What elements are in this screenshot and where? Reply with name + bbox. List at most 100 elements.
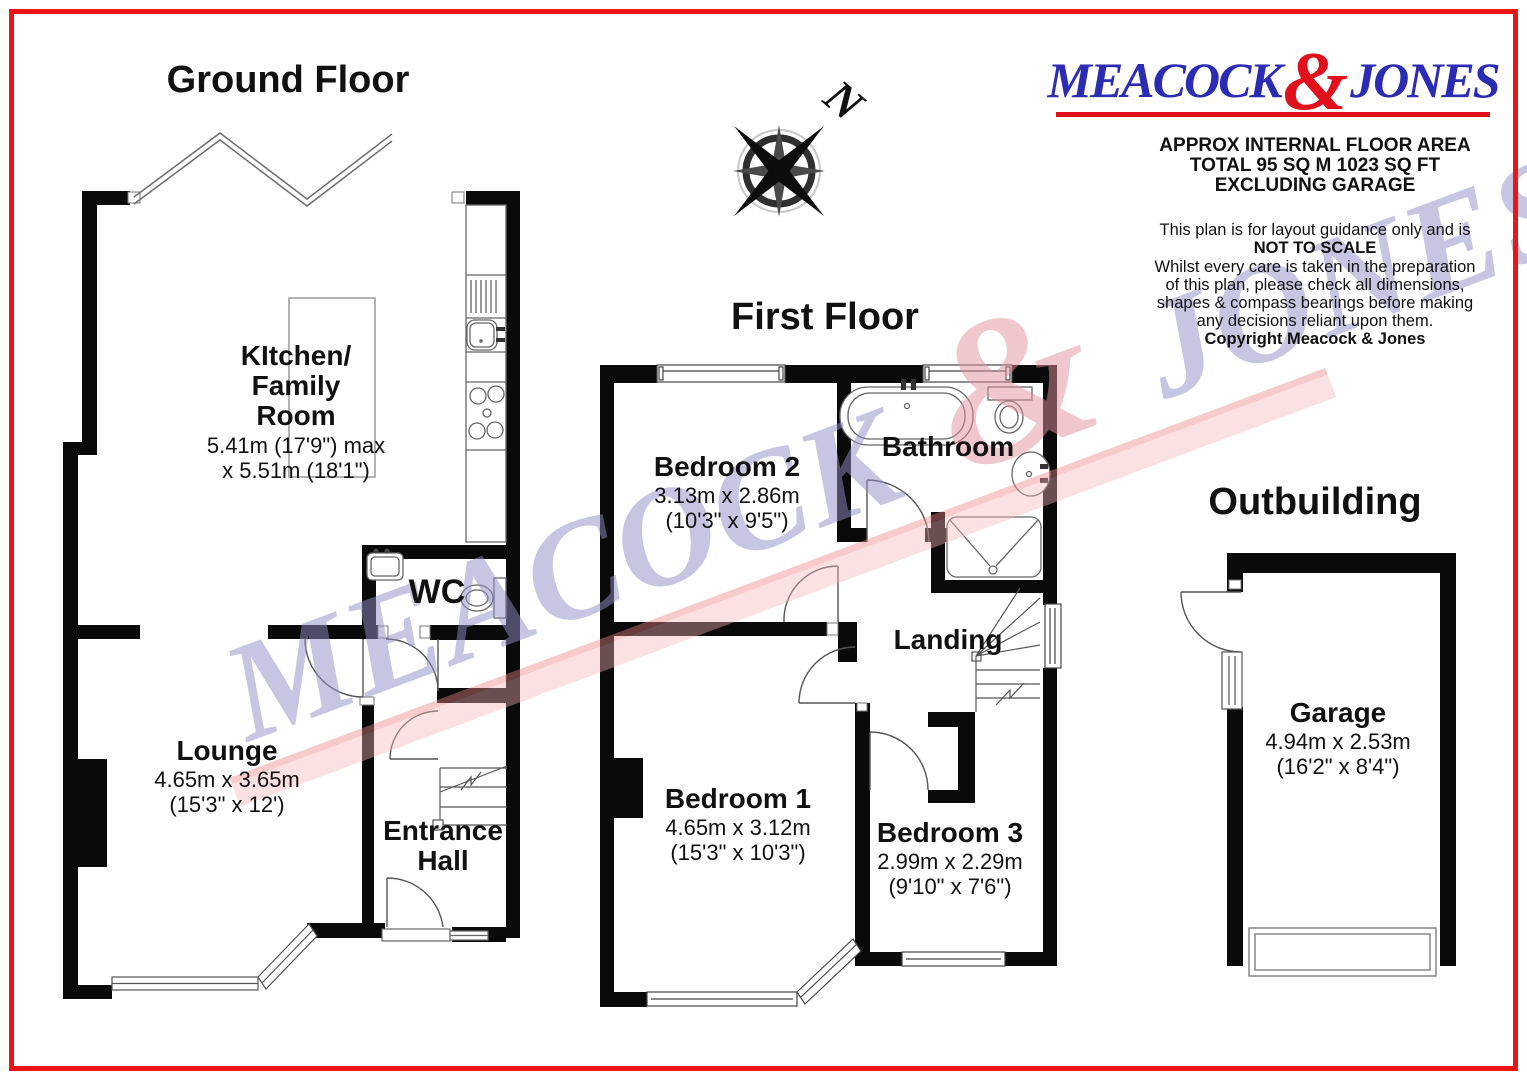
ground-floor-walls (63, 191, 520, 999)
staircase-first (971, 587, 1041, 712)
wc-toilet-icon (460, 577, 507, 619)
ground-floor-doors (304, 638, 444, 928)
outbuilding-title: Outbuilding (1208, 481, 1422, 523)
bedroom3-door-arc (869, 731, 929, 791)
room-label-landing: Landing (893, 624, 1003, 657)
stairs-window (1044, 603, 1062, 669)
room-dims: 4.94m x 2.53m (1265, 729, 1411, 755)
logo-word: JONES (1350, 52, 1500, 108)
bathroom-fixtures (839, 379, 1051, 578)
room-name: KItchen/ Family Room (240, 340, 352, 432)
bathroom-door-arc (866, 479, 930, 543)
garage-main-door (1248, 927, 1437, 977)
room-label-entrance-hall: Entrance Hall (374, 815, 512, 878)
room-dims: (16'2" x 8'4") (1276, 754, 1400, 780)
disclaimer-line: Whilst every care is taken in the prepar… (1154, 257, 1476, 276)
hob-icon (468, 385, 505, 440)
shower-icon (946, 516, 1042, 578)
room-label-bathroom: Bathroom (881, 431, 1015, 464)
floor-area-line: EXCLUDING GARAGE (1214, 174, 1416, 196)
door-arc (389, 710, 439, 760)
kitchen-sink-icon (466, 319, 505, 351)
wc-fixtures (366, 548, 507, 619)
disclaimer-line: shapes & compass bearings before making (1156, 293, 1474, 312)
disclaimer-line: any decisions reliant upon them. (1196, 311, 1434, 330)
bedroom1-door-arc (798, 646, 856, 704)
agency-logo: MEACOCK & JONES (1047, 36, 1500, 123)
first-floor-doors (783, 479, 930, 791)
door-arc (304, 638, 364, 698)
room-dims: x 5.51m (18'1") (222, 457, 370, 483)
room-dims: (10'3" x 9'5") (665, 508, 789, 534)
first-floor-jambs (826, 622, 868, 712)
room-name: Entrance Hall (383, 815, 503, 877)
room-label-garage: Garage 4.94m x 2.53m (16'2" x 8'4") (1265, 697, 1411, 780)
staircase-ground (432, 765, 508, 831)
copyright-line: Copyright Meacock & Jones (1204, 330, 1426, 349)
floor-area-line: APPROX INTERNAL FLOOR AREA (1159, 135, 1471, 156)
garage-door-jamb (1228, 579, 1242, 590)
room-dims: (15'3" x 12') (169, 792, 285, 818)
compass-icon: N (733, 69, 874, 217)
room-dims: 3.13m x 2.86m (654, 483, 800, 509)
ground-floor-plan (63, 132, 520, 999)
first-floor-walls (600, 365, 1057, 1007)
room-dims: (15'3" x 10'3") (670, 840, 806, 866)
lounge-bay-window (111, 923, 318, 991)
window (922, 364, 1013, 383)
logo-underline (1056, 112, 1490, 117)
room-name: Landing (893, 624, 1003, 655)
room-label-lounge: Lounge 4.65m x 3.65m (15'3" x 12') (154, 735, 300, 818)
front-door-arc (386, 877, 444, 928)
floor-area-line: TOTAL 95 SQ M 1023 SQ FT (1189, 154, 1441, 176)
room-dims: (9'10" x 7'6") (888, 874, 1012, 900)
garage-side-door-arc (1180, 591, 1242, 653)
room-name: Bedroom 2 (653, 451, 801, 482)
room-label-bedroom2: Bedroom 2 3.13m x 2.86m (10'3" x 9'5") (653, 451, 801, 534)
room-name: Bathroom (881, 431, 1015, 462)
basin-icon (1011, 451, 1051, 497)
room-name: Bedroom 3 (876, 817, 1024, 848)
garage-window (1221, 651, 1243, 710)
bathtub-icon (839, 379, 974, 446)
wc-basin-icon (366, 548, 404, 581)
drainer-icon (470, 280, 497, 313)
room-label-wc: WC (409, 574, 466, 613)
room-dims: 5.41m (17'9") max (206, 432, 386, 458)
garage-walls (1227, 553, 1456, 966)
room-label-bedroom1: Bedroom 1 4.65m x 3.12m (15'3" x 10'3") (664, 783, 812, 866)
disclaimer-line: This plan is for layout guidance only an… (1159, 221, 1471, 240)
garden-zigzag-boundary (133, 132, 393, 207)
ground-floor-title: Ground Floor (166, 59, 410, 101)
garage-plan (1180, 553, 1456, 977)
kitchen-island (288, 297, 376, 478)
bedroom3-window (901, 951, 1006, 967)
logo-word: MEACOCK (1047, 52, 1282, 108)
room-dims: 2.99m x 2.29m (877, 849, 1023, 875)
toilet-icon (987, 386, 1033, 434)
bedroom2-door-arc (783, 565, 839, 623)
compass-north-label: N (814, 69, 874, 131)
compass-diagonal-points (734, 126, 824, 216)
room-name: Bedroom 1 (664, 783, 812, 814)
room-dims: 4.65m x 3.12m (665, 815, 811, 841)
door-arc (385, 638, 439, 692)
not-to-scale-line: NOT TO SCALE (1253, 239, 1377, 258)
first-floor-title: First Floor (731, 296, 919, 338)
front-door-threshold (381, 928, 489, 942)
disclaimer-block: APPROX INTERNAL FLOOR AREA TOTAL 95 SQ M… (1124, 136, 1506, 348)
bedroom1-bay-window (646, 938, 862, 1007)
first-floor-windows (646, 364, 1062, 1007)
ground-floor-jambs (127, 191, 465, 706)
room-dims: 4.65m x 3.65m (154, 767, 300, 793)
kitchen-counter (465, 204, 507, 543)
room-name: Lounge (176, 735, 278, 766)
room-label-kitchen: KItchen/ Family Room 5.41m (17'9") max x… (206, 340, 386, 483)
disclaimer-line: of this plan, please check all dimension… (1165, 275, 1465, 294)
room-name: WC (408, 573, 466, 611)
room-label-bedroom3: Bedroom 3 2.99m x 2.29m (9'10" x 7'6") (876, 817, 1024, 900)
room-name: Garage (1289, 697, 1387, 728)
window (656, 364, 786, 383)
